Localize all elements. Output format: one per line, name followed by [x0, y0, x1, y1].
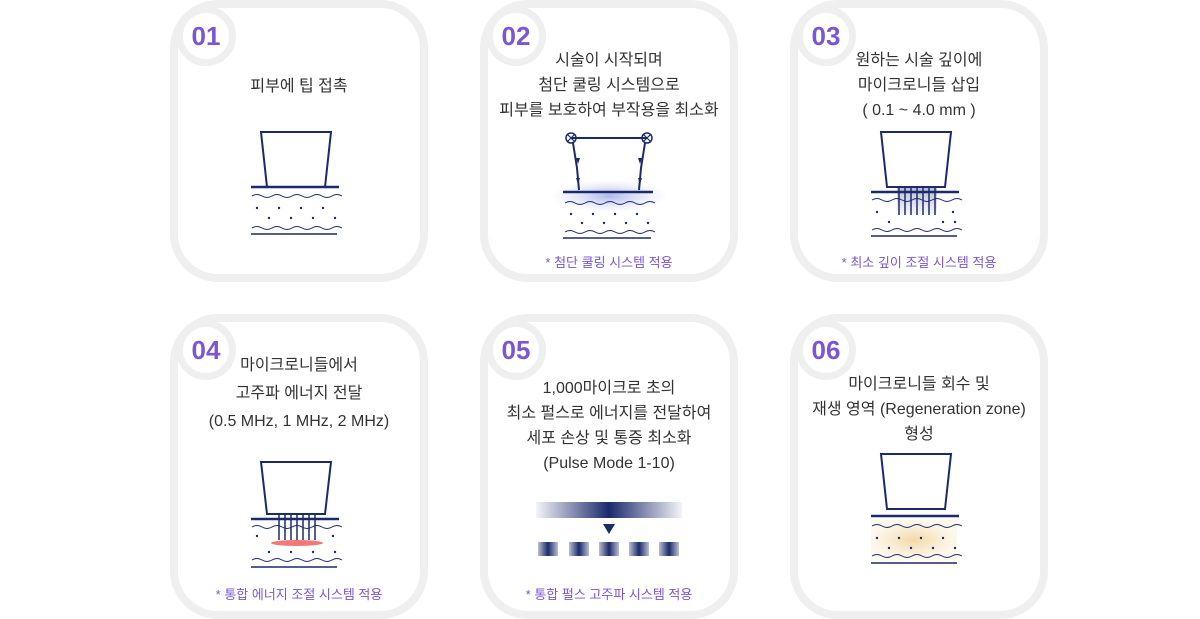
tip-contact-illustration	[251, 131, 343, 235]
step-card-04: 04 마이크로니들에서 고주파 에너지 전달 (0.5 MHz, 1 MHz, …	[170, 314, 428, 619]
step-card-02: 02 시술이 시작되며 첨단 쿨링 시스템으로 피부를 보호하여 부작용을 최소…	[480, 0, 738, 282]
pulse-mode-illustration	[536, 502, 682, 556]
needle-insertion-illustration	[871, 131, 963, 237]
step-note: * 통합 펄스 고주파 시스템 적용	[525, 587, 693, 602]
step-number: 05	[486, 320, 546, 380]
step-number: 01	[176, 6, 236, 66]
step-description: 1,000마이크로 초의 최소 펄스로 에너지를 전달하여 세포 손상 및 통증…	[506, 380, 712, 472]
step-note: * 첨단 쿨링 시스템 적용	[545, 255, 673, 270]
step-description: 원하는 시술 깊이에 마이크로니들 삽입 ( 0.1 ~ 4.0 mm )	[855, 52, 983, 119]
step-card-06: 06 마이크로니들 회수 및 재생 영역 (Regeneration zone)…	[790, 314, 1048, 619]
step-note: * 통합 에너지 조절 시스템 적용	[215, 587, 383, 602]
step-description: 마이크로니들 회수 및 재생 영역 (Regeneration zone) 형성	[812, 376, 1026, 443]
cooling-system-illustration	[551, 132, 667, 239]
step-number: 03	[796, 6, 856, 66]
step-card-01: 01 피부에 팁 접촉	[170, 0, 428, 282]
step-card-03: 03 원하는 시술 깊이에 마이크로니들 삽입 ( 0.1 ~ 4.0 mm )	[790, 0, 1048, 282]
step-number: 04	[176, 320, 236, 380]
step-card-05: 05 1,000마이크로 초의 최소 펄스로 에너지를 전달하여 세포 손상 및…	[480, 314, 738, 619]
regeneration-zone-illustration	[871, 453, 963, 564]
step-number: 02	[486, 6, 546, 66]
step-number: 06	[796, 320, 856, 380]
step-note: * 최소 깊이 조절 시스템 적용	[841, 255, 997, 270]
step-description: 마이크로니들에서 고주파 에너지 전달 (0.5 MHz, 1 MHz, 2 M…	[208, 357, 390, 430]
step-description: 피부에 팁 접촉	[250, 78, 348, 95]
rf-energy-illustration	[251, 461, 343, 568]
step-description: 시술이 시작되며 첨단 쿨링 시스템으로 피부를 보호하여 부작용을 최소화	[499, 52, 719, 119]
